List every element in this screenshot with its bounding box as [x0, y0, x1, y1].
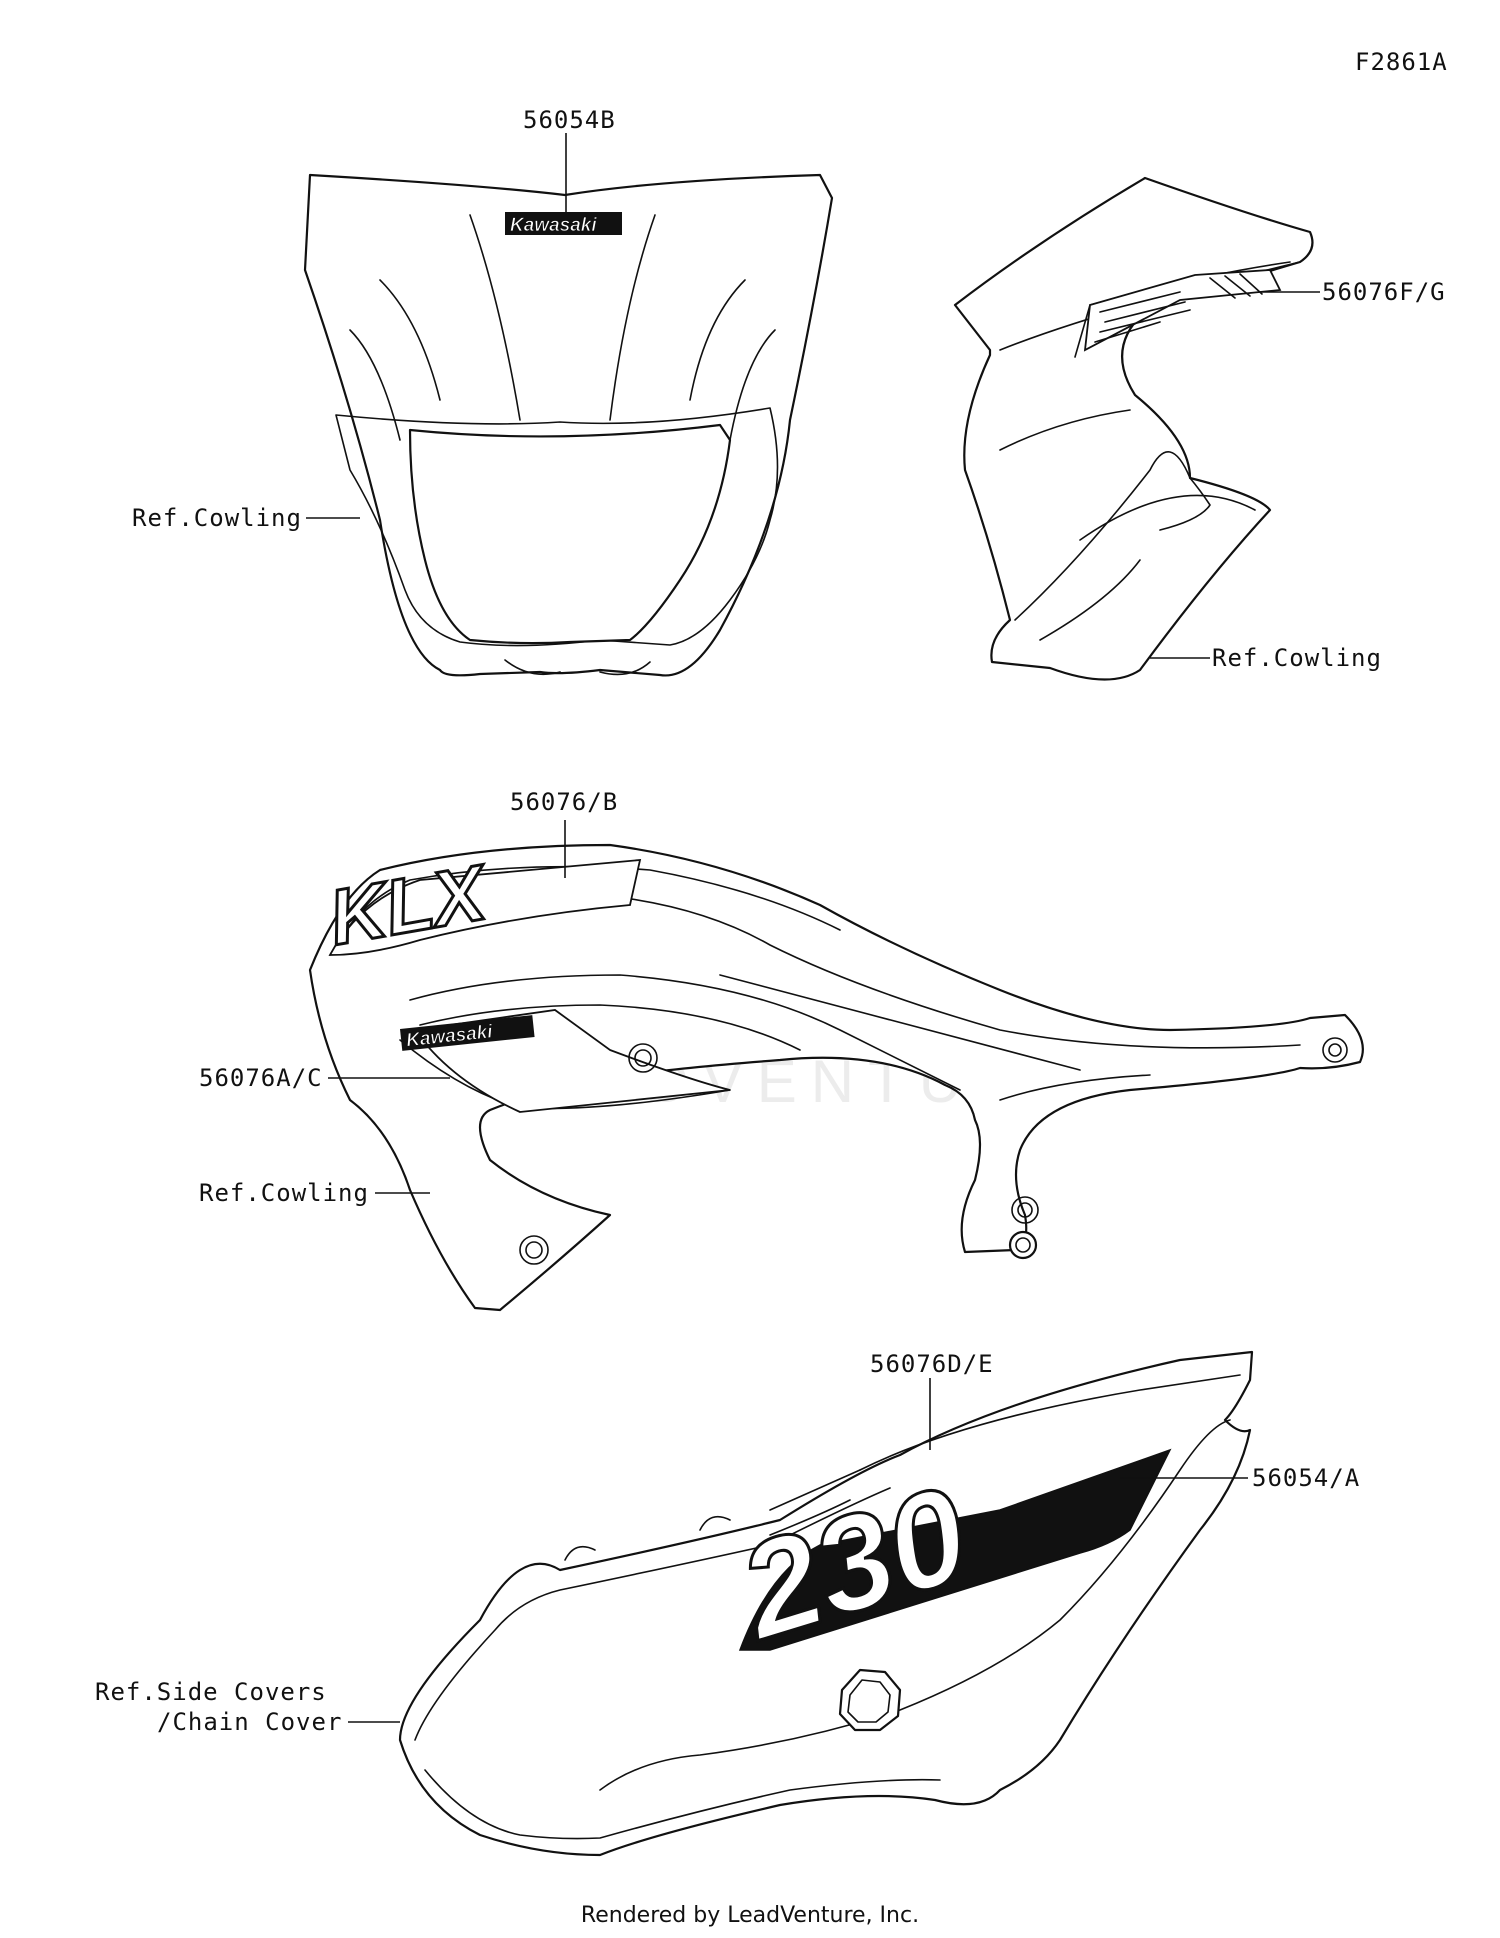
headlight-cowling[interactable]: Kawasaki [303, 173, 834, 677]
front-shroud[interactable] [953, 176, 1314, 681]
shroud-stripe-decal [1083, 269, 1282, 352]
label-headlight-ref-cowling[interactable]: Ref.Cowling [132, 504, 302, 532]
footer-credit: Rendered by LeadVenture, Inc. [580, 1903, 920, 1928]
headlight-brand-text: Kawasaki [510, 215, 597, 236]
label-56054a[interactable]: 56054/A [1252, 1464, 1360, 1492]
label-56076fg[interactable]: 56076F/G [1322, 278, 1446, 306]
label-sidecover-ref-line1[interactable]: Ref.Side Covers [95, 1678, 327, 1706]
label-sidecover-ref-line2[interactable]: /Chain Cover [157, 1708, 342, 1736]
label-shroud-ref-cowling[interactable]: Ref.Cowling [1212, 644, 1382, 672]
klx-text: KLX [323, 847, 496, 961]
figure-code: F2861A [1355, 48, 1448, 76]
fender-kawasaki-badge [400, 1015, 535, 1051]
label-56076de[interactable]: 56076D/E [870, 1350, 994, 1378]
label-56076ac[interactable]: 56076A/C [199, 1064, 323, 1092]
label-56076b[interactable]: 56076/B [510, 788, 618, 816]
label-56054b[interactable]: 56054B [523, 106, 616, 134]
headlight-kawasaki-badge [505, 212, 622, 235]
label-fender-ref-cowling[interactable]: Ref.Cowling [199, 1179, 369, 1207]
radiator-shroud[interactable]: Kawasaki KLX [308, 843, 1364, 1312]
side-cover[interactable]: 230 [398, 1350, 1254, 1857]
klx-decal: KLX [321, 846, 642, 963]
